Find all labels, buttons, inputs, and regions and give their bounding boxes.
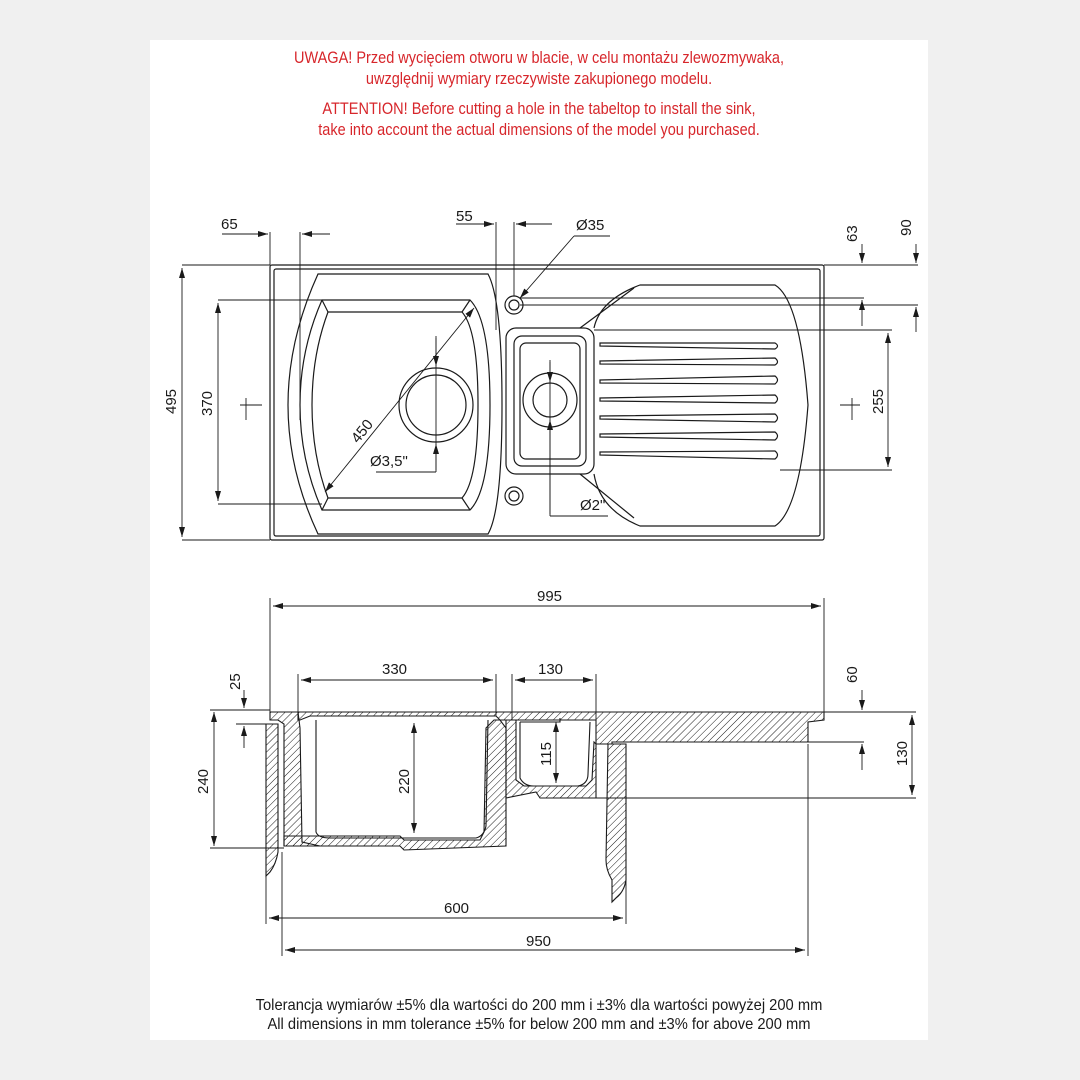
section-view-labels: 995 330 130 25 60 240 220 115 130 600 95… — [195, 588, 911, 950]
dim-330: 330 — [382, 661, 407, 678]
dim-130-width: 130 — [538, 661, 563, 678]
left-panel — [265, 723, 279, 878]
warning-english-line2: take into account the actual dimensions … — [318, 121, 760, 139]
section-view — [265, 711, 825, 904]
warning-polish-line2: uwzględnij wymiary rzeczywiste zakupione… — [365, 70, 713, 88]
dim-220: 220 — [396, 769, 413, 794]
dim-240: 240 — [195, 769, 212, 794]
dim-25: 25 — [227, 673, 244, 690]
section-view-dimensions — [210, 598, 916, 956]
top-view-labels: 65 55 Ø35 63 90 495 370 450 Ø3,5" Ø2" 25… — [163, 208, 915, 514]
tolerance-note-english: All dimensions in mm tolerance ±5% for b… — [267, 1016, 811, 1033]
warning-polish: UWAGA! Przed wycięciem otworu w blacie, … — [197, 48, 882, 90]
dim-995: 995 — [537, 588, 562, 605]
warning-english: ATTENTION! Before cutting a hole in the … — [197, 99, 882, 141]
dim-d35: Ø35 — [576, 217, 604, 234]
dim-65: 65 — [221, 216, 238, 233]
dim-450: 450 — [348, 416, 377, 446]
dim-115: 115 — [538, 742, 555, 766]
right-panel — [605, 743, 627, 904]
warning-english-line1: ATTENTION! Before cutting a hole in the … — [322, 100, 756, 118]
tolerance-note-polish: Tolerancja wymiarów ±5% dla wartości do … — [255, 997, 823, 1014]
dim-130-height: 130 — [894, 741, 911, 766]
dim-255: 255 — [870, 389, 887, 414]
tap-hole-secondary — [504, 486, 524, 506]
warning-polish-line1: UWAGA! Przed wycięciem otworu w blacie, … — [293, 49, 785, 67]
dim-950: 950 — [526, 933, 551, 950]
section-deck — [270, 711, 825, 745]
dim-55: 55 — [456, 208, 473, 225]
tolerance-notes: Tolerancja wymiarów ±5% dla wartości do … — [181, 996, 897, 1034]
sink-rim — [273, 268, 821, 537]
dim-d3-5in: Ø3,5" — [370, 453, 408, 470]
dim-495: 495 — [163, 389, 180, 414]
dim-90: 90 — [898, 219, 915, 236]
main-bowl-outer — [287, 273, 503, 535]
dim-d2in: Ø2" — [580, 497, 605, 514]
small-bowl-section — [505, 719, 597, 799]
dim-370: 370 — [199, 391, 216, 416]
dim-60: 60 — [844, 666, 861, 683]
main-bowl-floor-section — [283, 719, 507, 851]
drainer-grooves — [599, 342, 779, 460]
top-view — [269, 264, 825, 541]
dim-63: 63 — [844, 225, 861, 242]
sink-outline — [269, 264, 825, 541]
dim-600: 600 — [444, 900, 469, 917]
top-view-dimensions — [179, 221, 919, 541]
drainer-board — [593, 284, 809, 527]
